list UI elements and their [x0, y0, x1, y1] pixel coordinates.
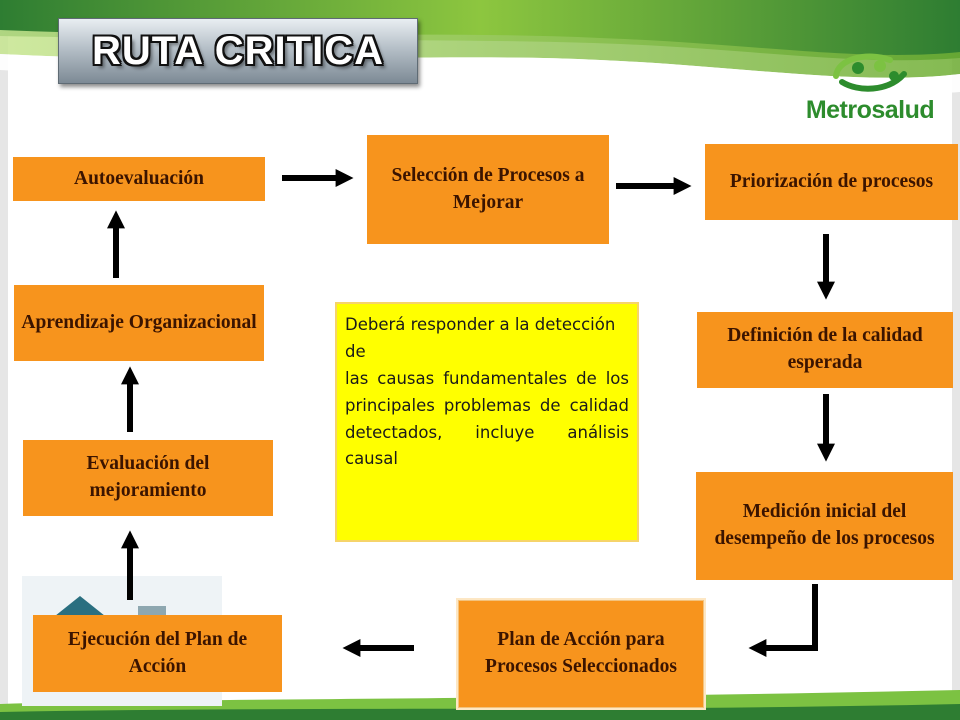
title-banner: RUTA CRITICA	[58, 18, 418, 84]
logo-wordmark: Metrosalud	[805, 96, 935, 124]
step-aprendizaje-organizacional: Aprendizaje Organizacional	[14, 285, 264, 361]
step-seleccion-procesos: Selección de Procesos a Mejorar	[367, 135, 609, 244]
metrosalud-logo: Metrosalud	[800, 52, 940, 132]
right-frame	[952, 0, 960, 720]
logo-icon	[833, 53, 907, 92]
analysis-note: Deberá responder a la detección de las c…	[337, 304, 637, 540]
step-ejecucion-plan: Ejecución del Plan de Acción	[33, 615, 282, 692]
note-line-1: Deberá responder a la detección de	[345, 315, 616, 361]
page-title: RUTA CRITICA	[92, 28, 384, 73]
step-medicion-inicial: Medición inicial del desempeño de los pr…	[696, 472, 953, 580]
left-frame	[0, 0, 8, 720]
bottom-dark-wave	[0, 704, 960, 720]
note-line-2: las causas fundamentales de los principa…	[345, 368, 629, 469]
step-autoevaluacion: Autoevaluación	[13, 157, 265, 201]
step-evaluacion-mejoramiento: Evaluación del mejoramiento	[23, 440, 273, 516]
step-definicion-calidad: Definición de la calidad esperada	[697, 312, 953, 388]
step-priorizacion: Priorización de procesos	[705, 144, 958, 220]
step-plan-accion: Plan de Acción para Procesos Seleccionad…	[458, 600, 704, 708]
background-picture-shape	[50, 596, 110, 620]
